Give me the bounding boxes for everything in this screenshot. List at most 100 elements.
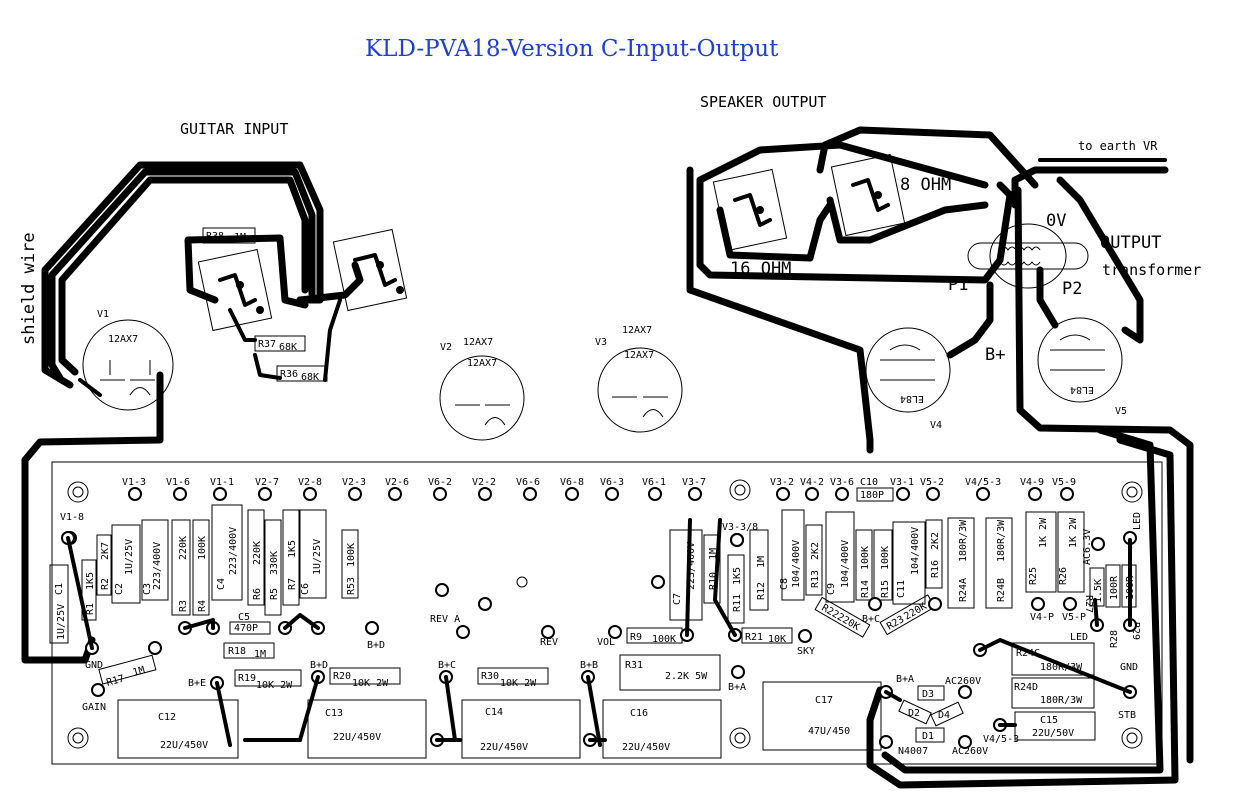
- svg-text:330K: 330K: [269, 551, 280, 575]
- svg-text:22U/450V: 22U/450V: [160, 740, 208, 751]
- gain-label: GAIN: [82, 702, 106, 713]
- pin-pad: [213, 487, 227, 501]
- ohm8-label: 8 OHM: [900, 175, 951, 195]
- r13-resistor: 2K2 R13: [805, 524, 823, 596]
- svg-text:V1: V1: [97, 309, 109, 320]
- pin-pad: [896, 487, 910, 501]
- ac260-top-label: AC260V: [945, 676, 981, 687]
- svg-text:68K: 68K: [279, 342, 297, 353]
- pin-pad: [565, 487, 579, 501]
- r4-resistor: 100K R4: [192, 519, 210, 616]
- r11-resistor: 1K5 R11: [727, 554, 745, 624]
- svg-text:C16: C16: [630, 708, 648, 719]
- tube-v5: V5 EL84: [1037, 317, 1127, 417]
- pin-label: V5-2: [920, 477, 944, 488]
- stb-label: STB: [1118, 710, 1136, 721]
- pin-label: V1-8: [60, 512, 84, 523]
- tube-v1: V1 12AX7: [82, 309, 174, 411]
- r14-resistor: 100K R14: [855, 529, 873, 601]
- svg-text:1M: 1M: [756, 556, 767, 568]
- r21-resistor: R21 10K: [741, 627, 793, 645]
- diode-d2: D2: [898, 699, 932, 725]
- c13-cap: C13 22U/450V: [307, 699, 427, 759]
- svg-text:R20: R20: [333, 671, 351, 682]
- svg-text:R17: R17: [105, 673, 125, 688]
- pin-pad: [258, 487, 272, 501]
- r53-resistor: 100K R53: [341, 529, 359, 599]
- output-jack-8ohm: [830, 153, 906, 237]
- svg-text:22U/50V: 22U/50V: [1032, 728, 1074, 739]
- v45-3-bot-label: V4/5-3: [983, 734, 1019, 745]
- gnd-left-label: GND: [85, 660, 103, 671]
- bplus-e-label: B+E: [188, 678, 206, 689]
- svg-text:R6: R6: [252, 588, 263, 600]
- c12-cap: C12 22U/450V: [117, 699, 239, 759]
- pin-label: V3-3/8: [722, 522, 758, 533]
- pin-pad: [926, 487, 940, 501]
- svg-text:C9: C9: [826, 583, 837, 595]
- svg-text:R2: R2: [100, 578, 111, 590]
- svg-text:R9: R9: [630, 632, 642, 643]
- svg-text:V5: V5: [1115, 406, 1127, 417]
- input-jack-wire: [184, 234, 364, 382]
- r16-resistor: 2K2 R16: [925, 519, 943, 589]
- r3-resistor: 220K R3: [171, 519, 191, 616]
- svg-text:47U/450: 47U/450: [808, 726, 850, 737]
- svg-text:R28: R28: [1109, 630, 1120, 648]
- svg-text:EL84: EL84: [900, 393, 924, 404]
- r7-resistor: 1K5 R7: [282, 509, 300, 606]
- to-earth-label: to earth VR: [1078, 139, 1158, 153]
- svg-text:22U/450V: 22U/450V: [480, 742, 528, 753]
- r38-resistor: R38 1M: [202, 227, 256, 244]
- rev-a-label: REV A: [430, 614, 460, 625]
- svg-text:104/400V: 104/400V: [840, 540, 851, 588]
- svg-text:12AX7: 12AX7: [467, 358, 497, 369]
- svg-text:R7: R7: [287, 578, 298, 590]
- c5-cap: C5 470P: [229, 612, 271, 635]
- r25-resistor: 1K 2W R25: [1025, 511, 1057, 593]
- svg-text:R25: R25: [1028, 567, 1039, 585]
- svg-text:100K: 100K: [197, 536, 208, 560]
- c9-cap: 104/400V C9: [825, 511, 855, 603]
- pin-label-c10: C10: [860, 477, 878, 488]
- svg-text:223/400V: 223/400V: [686, 542, 697, 590]
- pcb-pads: [61, 531, 1137, 749]
- svg-text:R5: R5: [269, 588, 280, 600]
- svg-text:1K 2W: 1K 2W: [1038, 517, 1049, 548]
- pin-pad: [605, 487, 619, 501]
- svg-text:R24D: R24D: [1014, 682, 1038, 693]
- svg-text:1M: 1M: [254, 649, 266, 660]
- r24a-resistor: 180R/3W R24A: [947, 517, 975, 609]
- r24d-resistor: R24D 180R/3W: [1011, 677, 1095, 709]
- r23-resistor: R23 220K: [879, 594, 936, 636]
- svg-text:C12: C12: [158, 712, 176, 723]
- pin-label: V1-1: [210, 477, 234, 488]
- svg-text:R24B: R24B: [996, 578, 1007, 602]
- r17-resistor: R17 1M: [98, 654, 157, 689]
- diode-d4: D4: [930, 701, 964, 727]
- pin-pad: [433, 487, 447, 501]
- diode-d3: D3: [917, 685, 945, 701]
- pin-label: V4/5-3: [965, 477, 1001, 488]
- svg-text:2K7: 2K7: [100, 542, 111, 560]
- svg-text:100K: 100K: [652, 634, 676, 645]
- svg-text:C7: C7: [672, 593, 683, 605]
- pcb-ground-wire: [21, 371, 164, 664]
- tube-v3: V3 12AX7 12AX7: [595, 325, 683, 433]
- svg-text:C8: C8: [779, 578, 790, 590]
- svg-text:R1: R1: [85, 603, 96, 615]
- svg-text:180R/3W: 180R/3W: [958, 519, 969, 562]
- svg-text:2K2: 2K2: [810, 542, 821, 560]
- c6-cap: 1U/25V C6: [299, 509, 327, 599]
- bc-label: B+C: [862, 614, 880, 625]
- r24b-resistor: 180R/3W R24B: [985, 517, 1013, 609]
- pin-pad: [128, 487, 142, 501]
- sky-label: SKY: [797, 646, 815, 657]
- svg-text:R10: R10: [708, 572, 719, 590]
- r1-resistor: 1K5 R1: [81, 559, 97, 621]
- vol-label: VOL: [597, 637, 615, 648]
- pin-label: V1-3: [122, 477, 146, 488]
- pin-label: V6-3: [600, 477, 624, 488]
- input-jack-2: [332, 228, 408, 312]
- svg-text:R30: R30: [481, 671, 499, 682]
